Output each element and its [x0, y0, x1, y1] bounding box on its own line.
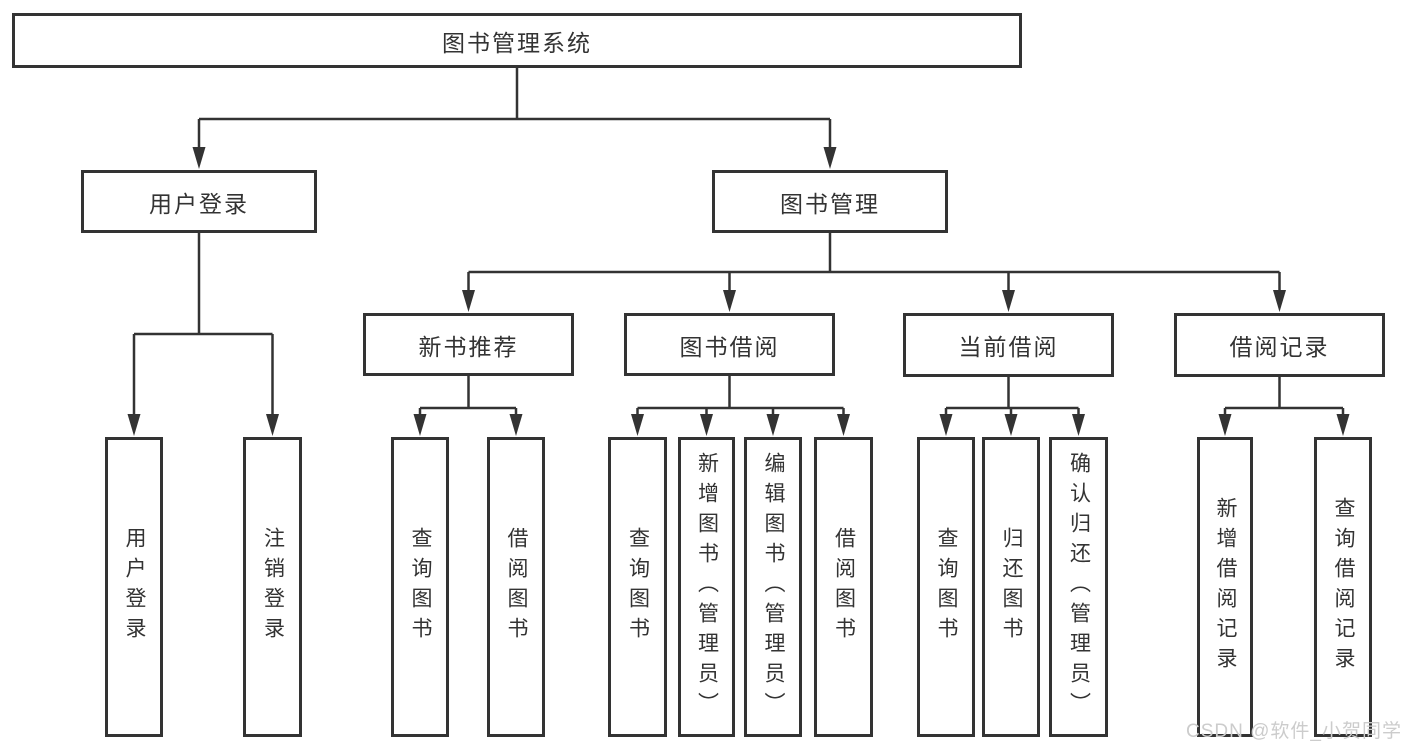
leaf-borrow-borrow-books-label: 借阅图书	[832, 527, 856, 647]
node-book-management: 图书管理	[712, 170, 948, 233]
leaf-newbook-query-books-label: 查询图书	[409, 527, 432, 647]
leaf-borrow-borrow-books: 借阅图书	[814, 437, 873, 737]
connector-currentborrow-to-leaves	[939, 377, 1085, 436]
leaf-borrow-query-books: 查询图书	[608, 437, 667, 737]
leaf-records-query-record: 查询借阅记录	[1314, 437, 1372, 737]
leaf-current-query-books-label: 查询图书	[935, 527, 958, 647]
leaf-newbook-borrow-books: 借阅图书	[487, 437, 545, 737]
node-new-book-recommend: 新书推荐	[363, 313, 574, 376]
csdn-watermark: CSDN @软件_小贺同学	[1186, 721, 1402, 742]
connector-userlogin-to-leaves	[127, 233, 279, 436]
leaf-borrow-add-books-admin-label: 新增图书（管理员）	[695, 452, 719, 722]
leaf-newbook-borrow-books-label: 借阅图书	[505, 527, 528, 647]
leaf-records-add-record: 新增借阅记录	[1197, 437, 1253, 737]
leaf-borrow-edit-books-admin-label: 编辑图书（管理员）	[762, 452, 785, 722]
node-current-borrow-label: 当前借阅	[958, 334, 1059, 360]
leaf-borrow-query-books-label: 查询图书	[626, 527, 650, 647]
leaf-current-query-books: 查询图书	[917, 437, 975, 737]
node-new-book-recommend-label: 新书推荐	[418, 333, 519, 360]
leaf-logout: 注销登录	[243, 437, 302, 737]
node-library-system-label: 图书管理系统	[442, 29, 592, 56]
node-borrow-records-label: 借阅记录	[1229, 334, 1330, 360]
leaf-borrow-edit-books-admin: 编辑图书（管理员）	[744, 437, 802, 737]
connector-bookmgmt-to-level3	[462, 233, 1286, 312]
connector-newbook-to-leaves	[413, 376, 523, 436]
node-book-borrow: 图书借阅	[624, 313, 835, 376]
node-user-login-label: 用户登录	[149, 190, 249, 217]
leaf-current-return-books: 归还图书	[982, 437, 1040, 737]
leaf-logout-label: 注销登录	[261, 527, 285, 647]
connector-borrowrecords-to-leaves	[1218, 377, 1350, 436]
node-borrow-records: 借阅记录	[1174, 313, 1385, 377]
node-current-borrow: 当前借阅	[903, 313, 1114, 377]
connector-root-to-level2	[192, 68, 837, 169]
node-book-borrow-label: 图书借阅	[679, 333, 780, 360]
leaf-newbook-query-books: 查询图书	[391, 437, 449, 737]
node-book-management-label: 图书管理	[780, 190, 880, 217]
node-user-login: 用户登录	[81, 170, 317, 233]
leaf-current-confirm-return-admin-label: 确认归还（管理员）	[1067, 452, 1091, 722]
leaf-current-return-books-label: 归还图书	[1000, 527, 1023, 647]
leaf-user-login: 用户登录	[105, 437, 163, 737]
leaf-records-add-record-label: 新增借阅记录	[1214, 497, 1237, 677]
connector-bookborrow-to-leaves	[631, 376, 850, 436]
leaf-current-confirm-return-admin: 确认归还（管理员）	[1049, 437, 1108, 737]
node-library-system: 图书管理系统	[12, 13, 1022, 68]
leaf-borrow-add-books-admin: 新增图书（管理员）	[678, 437, 735, 737]
leaf-user-login-label: 用户登录	[123, 527, 146, 647]
leaf-records-query-record-label: 查询借阅记录	[1332, 497, 1355, 677]
